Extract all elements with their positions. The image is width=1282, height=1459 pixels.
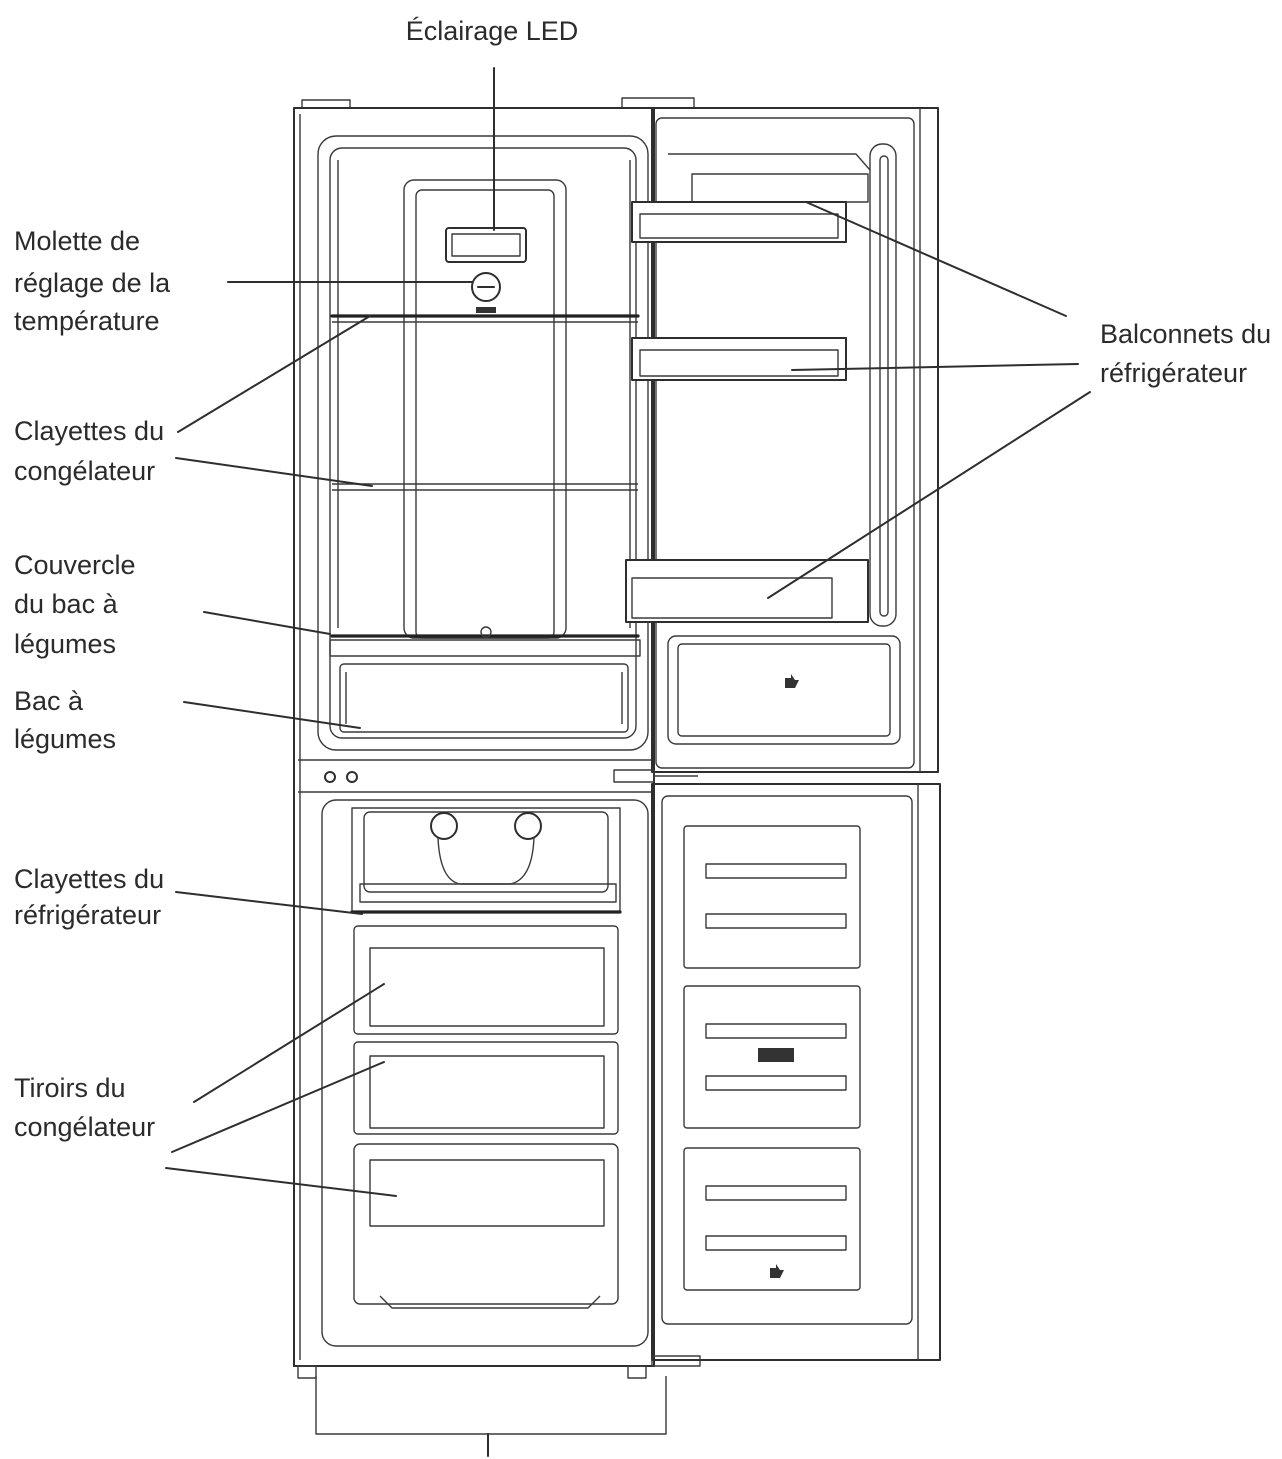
drawer-3-base	[379, 1295, 601, 1309]
rear-channel-inner	[415, 189, 555, 639]
leader-bac	[183, 701, 361, 729]
rating-badge-icon	[758, 1048, 794, 1062]
recycle-icon	[785, 674, 799, 688]
label-tiroirs-1: Tiroirs du	[14, 1073, 126, 1103]
door-gasket-inner	[879, 155, 889, 617]
upper-door-bottom-inner	[677, 643, 891, 737]
drawer-2-slot-2	[705, 1075, 847, 1091]
top-cap-left	[301, 99, 351, 109]
control-button-1	[324, 771, 336, 783]
cover-notch	[480, 626, 492, 638]
freezer-drawer-2-front	[369, 1055, 605, 1129]
freezer-drawer-2	[353, 1041, 619, 1135]
lower-compartment	[321, 799, 649, 1347]
drawer-3-slot-1	[705, 1185, 847, 1201]
label-led: Éclairage LED	[406, 16, 579, 46]
freezer-drawer-3	[353, 1143, 619, 1305]
drawer-2-slot-1	[705, 1023, 847, 1039]
leader-balconnet-1	[805, 201, 1067, 317]
lower-door-drawer-2	[683, 985, 861, 1129]
led-light-inner	[451, 233, 521, 257]
lower-door-frame	[651, 783, 941, 1361]
leader-clayette-refrigerateur	[175, 891, 363, 915]
label-clayettes-refrigerateur-2: réfrigérateur	[14, 900, 161, 930]
drawer-3-slot-2	[705, 1235, 847, 1251]
rear-channel	[403, 179, 567, 639]
upper-liner	[329, 147, 637, 739]
thermostat-knob	[471, 272, 501, 302]
top-cap-right	[621, 97, 695, 109]
upper-door-top-rim	[668, 153, 871, 171]
label-bac-2: légumes	[14, 724, 116, 754]
knob-base	[476, 307, 496, 313]
leader-clayette-congelateur-2	[175, 457, 373, 487]
lower-door-drawer-3	[683, 1147, 861, 1291]
leader-balconnet-3	[767, 391, 1091, 599]
control-button-2	[346, 771, 358, 783]
lower-evaporator	[363, 811, 609, 893]
lower-door	[651, 783, 941, 1367]
door-balcony-1-front	[639, 213, 839, 239]
upper-door-top-recess	[691, 173, 869, 203]
leader-clayette-congelateur-1	[177, 315, 371, 433]
label-tiroirs-2: congélateur	[14, 1112, 155, 1142]
cabinet-body	[293, 107, 655, 1367]
leader-tiroir-2	[171, 1061, 385, 1153]
freezer-drawer-1-front	[369, 947, 605, 1027]
foot-left	[297, 1365, 317, 1379]
fan-2	[514, 812, 542, 840]
label-clayettes-congelateur-2: congélateur	[14, 456, 155, 486]
label-bac-1: Bac à	[14, 686, 84, 716]
cover-frame	[329, 639, 641, 657]
door-balcony-2-front	[639, 349, 839, 377]
label-clayettes-congelateur-1: Clayettes du	[14, 416, 164, 446]
lower-top-cavity	[351, 807, 621, 913]
lower-door-panel	[661, 795, 913, 1325]
door-balcony-1	[631, 201, 847, 243]
upper-compartment	[317, 135, 649, 751]
crisper-drawer	[339, 663, 629, 733]
led-light	[445, 227, 527, 263]
door-gasket-handle	[869, 143, 897, 627]
leader-couvercle	[203, 611, 331, 635]
label-couvercle-1: Couvercle	[14, 550, 136, 580]
label-balconnets-2: réfrigérateur	[1100, 358, 1247, 388]
cabinet	[293, 97, 695, 1457]
label-couvercle-2: du bac à	[14, 589, 119, 619]
fan-duct	[437, 837, 535, 885]
label-clayettes-refrigerateur-1: Clayettes du	[14, 864, 164, 894]
leader-tiroir-1	[193, 983, 385, 1103]
foot-right	[627, 1365, 647, 1379]
upper-door-frame	[651, 107, 939, 773]
label-couvercle-3: légumes	[14, 629, 116, 659]
upper-door-bottom-panel	[667, 635, 901, 745]
lower-door-drawer-1	[683, 825, 861, 969]
door-balcony-3	[625, 559, 869, 623]
drawer-1-slot-1	[705, 863, 847, 879]
label-balconnets-1: Balconnets du	[1100, 319, 1271, 349]
freezer-drawer-1	[353, 925, 619, 1035]
label-molette-1: Molette de	[14, 226, 140, 256]
upper-door-panel	[655, 117, 915, 769]
recycle-icon-2	[770, 1264, 784, 1278]
fan-1	[430, 812, 458, 840]
leader-lines	[165, 67, 1091, 1197]
label-molette-3: température	[14, 306, 160, 336]
drawer-1-slot-2	[705, 913, 847, 929]
door-balcony-3-front	[631, 577, 833, 619]
label-molette-2: réglage de la	[14, 268, 171, 298]
labels: Éclairage LED Molette de réglage de la t…	[14, 16, 1271, 1142]
base-bracket	[315, 1376, 667, 1435]
lower-hinge	[651, 1355, 701, 1367]
door-balcony-2	[631, 337, 847, 381]
leader-tiroir-3	[165, 1167, 397, 1197]
freezer-drawer-3-front	[369, 1159, 605, 1227]
leader-balconnet-2	[791, 363, 1079, 371]
lower-shelf	[359, 883, 617, 903]
upper-door	[613, 107, 939, 783]
hinge	[613, 769, 655, 783]
